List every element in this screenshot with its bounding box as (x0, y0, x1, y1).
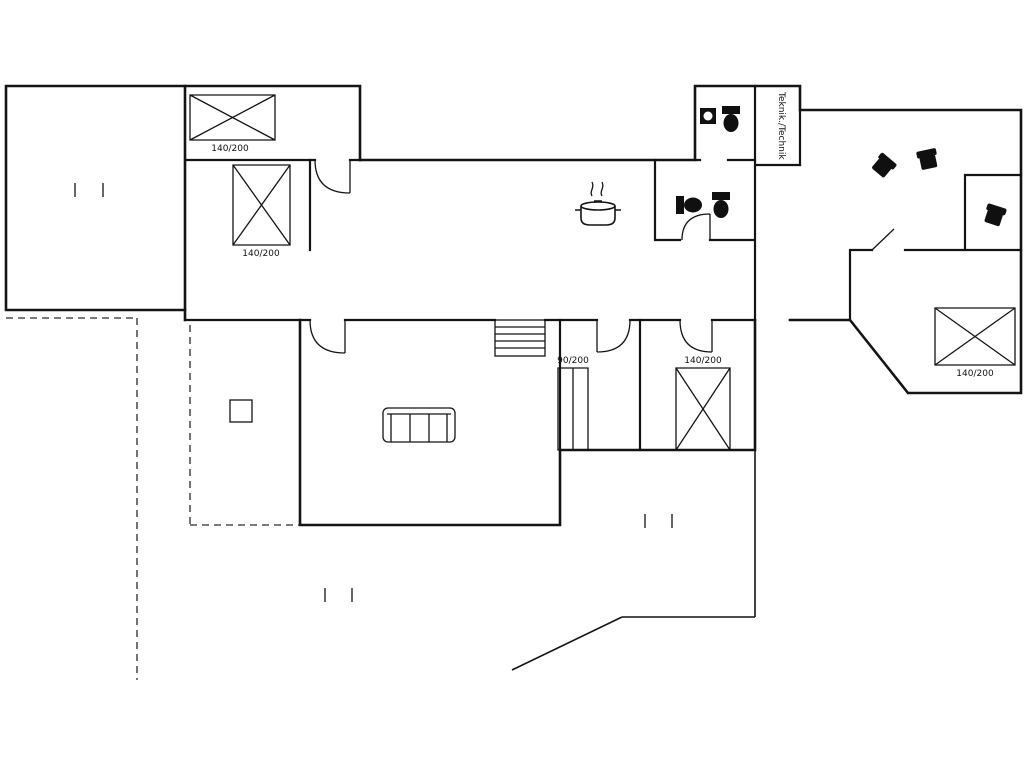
bed-size-label: 140/200 (211, 144, 249, 154)
armchair-icon (982, 203, 1008, 228)
window-tick-marks (644, 514, 673, 528)
bed-size-label: 140/200 (242, 249, 280, 259)
fixtures (676, 106, 1008, 228)
labels: 140/200 140/200 90/200 140/200 140/200 T… (211, 91, 994, 379)
post-square (229, 399, 253, 423)
bed-size-label: 140/200 (684, 356, 722, 366)
steam-icon (590, 181, 604, 197)
interior-walls (183, 84, 1023, 452)
wall-north-and-right-wing (358, 84, 1023, 395)
door-bedroomC (596, 319, 631, 353)
door-hall-living (309, 319, 346, 354)
toilet-icon (712, 192, 730, 218)
furniture (74, 94, 1016, 602)
terrace-solid-bottom-right (511, 450, 756, 671)
sofa-icon (382, 407, 456, 443)
bed-icon (189, 94, 276, 141)
stairs-icon (494, 319, 546, 357)
bed-icon (675, 367, 731, 451)
wall-living-room (298, 318, 757, 527)
terrace-dashed-living (189, 325, 300, 526)
door-bedroomA (314, 159, 351, 194)
door-bathroom (681, 213, 711, 241)
bed-icon (934, 307, 1016, 366)
wall-right-wing-interior (798, 108, 1023, 322)
bed-size-label: 90/200 (557, 356, 589, 366)
bed-size-label: 140/200 (956, 369, 994, 379)
wall-annex (4, 84, 187, 312)
armchair-icon (916, 147, 940, 171)
doors (309, 159, 895, 354)
bed-icon (557, 367, 589, 451)
terrace-dashed-left (6, 317, 138, 680)
wall-bathrooms (653, 84, 802, 322)
door-bedroomD (679, 319, 713, 353)
door-right-room-leaf (871, 228, 895, 251)
terrace-lines (6, 317, 756, 680)
armchair-icon (869, 152, 898, 180)
technik-room-label: Teknik./Technik (776, 91, 786, 160)
bed-icon (232, 164, 291, 246)
toilet-icon (676, 196, 702, 214)
window-tick-marks (324, 588, 353, 602)
exterior-walls (4, 84, 1023, 527)
wall-top-left-bedroom (183, 84, 362, 322)
stove-pot-icon (575, 181, 621, 226)
window-tick-marks (74, 183, 104, 197)
sink-icon (700, 108, 716, 124)
toilet-icon (722, 106, 740, 132)
